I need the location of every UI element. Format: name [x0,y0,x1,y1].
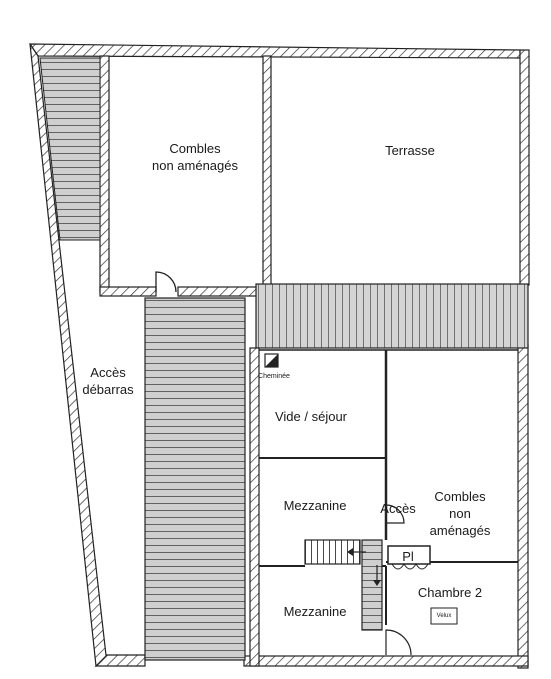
wall-block-left [249,347,260,667]
wall-right-upper [519,49,530,286]
label-mezzanine-2: Mezzanine [283,604,347,619]
roof-band [255,283,529,349]
label-velux: Velux [436,613,452,619]
wall-mid-vertical [262,55,272,289]
door-combles [155,271,177,293]
label-placard: Pl [402,549,414,564]
wall-combles-left [99,55,110,293]
wall-combles-bottom-a [99,286,157,297]
door-acces [385,504,405,524]
label-terrasse: Terrasse [385,143,435,158]
placard [387,545,431,565]
stair-top-left [39,57,101,241]
label-mezzanine-1: Mezzanine [283,498,347,513]
label-chambre-2: Chambre 2 [417,585,483,600]
label-acces: Accès [380,501,416,516]
wall-combles-bottom-b [177,286,259,297]
wall-right-lower [517,344,529,669]
wall-bottom-right [243,655,529,667]
label-combles-1: Combles non aménagés [151,141,238,173]
stair-small-vertical [361,539,383,631]
label-combles-2: Combles non aménagés [429,489,491,538]
label-acces-debarras: Accès débarras [82,365,134,397]
label-vide-sejour: Vide / séjour [274,409,348,424]
door-chambre [385,629,412,656]
velux-box [430,607,458,625]
label-cheminee: Cheminée [258,373,290,380]
staircase-main [144,297,246,661]
